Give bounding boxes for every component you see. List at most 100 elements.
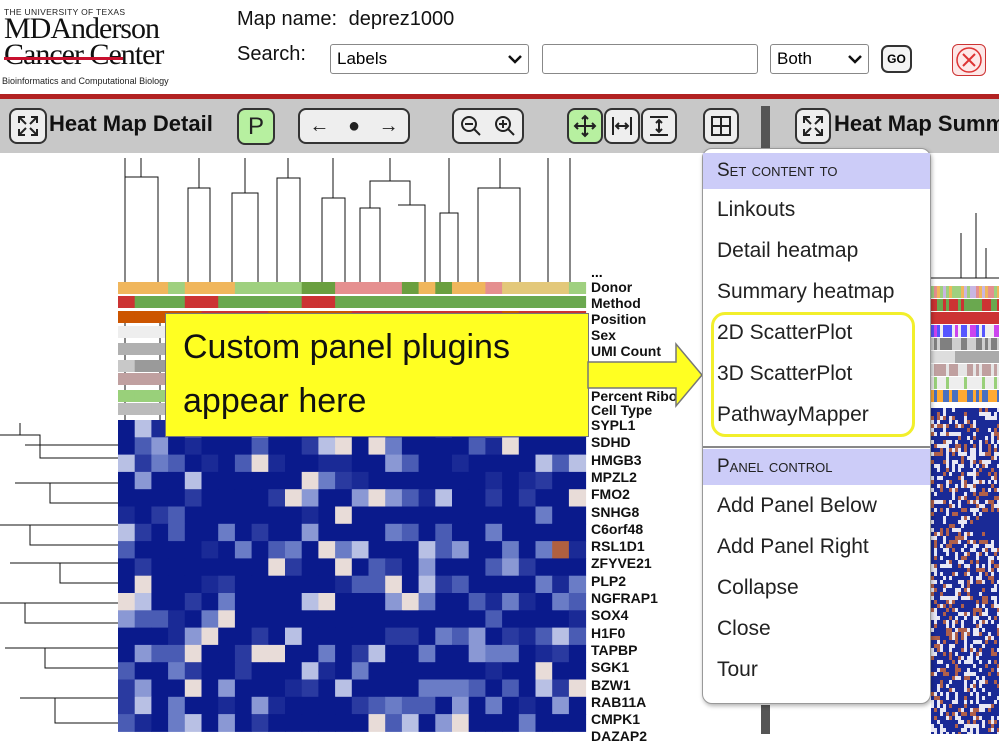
summary-cell: [988, 351, 991, 363]
expand-detail-button[interactable]: [9, 108, 47, 144]
menu-item-tour[interactable]: Tour: [717, 658, 758, 681]
row-label[interactable]: TAPBP: [591, 641, 638, 658]
summary-cell: [997, 480, 999, 484]
row-label[interactable]: SDHD: [591, 434, 631, 451]
menu-item-pathwaymapper[interactable]: PathwayMapper: [717, 403, 869, 426]
summary-cell: [955, 325, 958, 337]
summary-heatmap[interactable]: [931, 153, 999, 734]
covariate-label[interactable]: UMI Count: [591, 343, 661, 359]
row-label[interactable]: DAZAP2: [591, 728, 648, 744]
menu-header-content: Set content to: [703, 153, 930, 189]
summary-cell: [964, 572, 967, 576]
covariate-label[interactable]: Donor: [591, 279, 633, 295]
row-label[interactable]: SGK1: [591, 659, 630, 676]
menu-item-2d-scatterplot[interactable]: 2D ScatterPlot: [717, 321, 853, 344]
row-label[interactable]: BZW1: [591, 676, 631, 693]
summary-cell: [985, 484, 988, 488]
row-label[interactable]: SOX4: [591, 607, 629, 624]
menu-item-linkouts[interactable]: Linkouts: [717, 198, 796, 221]
summary-cell: [931, 700, 934, 704]
menu-item-3d-scatterplot[interactable]: 3D ScatterPlot: [717, 362, 853, 385]
row-label[interactable]: RSL1D1: [591, 538, 645, 555]
pin-button[interactable]: P: [237, 108, 275, 145]
summary-cell: [931, 377, 934, 389]
search-type-select[interactable]: Labels: [330, 44, 529, 74]
summary-cell: [994, 464, 997, 468]
zoom-out-icon[interactable]: [459, 114, 483, 138]
row-label[interactable]: MPZL2: [591, 468, 637, 485]
ribbon-horizontal-button[interactable]: [604, 108, 640, 144]
heatmap-cell: [118, 541, 136, 559]
summary-cell: [949, 676, 952, 680]
menu-item-detail-heatmap[interactable]: Detail heatmap: [717, 239, 859, 262]
summary-cell: [943, 504, 946, 508]
heatmap-cell: [385, 558, 403, 577]
menu-item-add-panel-below[interactable]: Add Panel Below: [717, 494, 877, 517]
summary-cell: [958, 540, 961, 544]
summary-cell: [991, 412, 994, 416]
summary-cell: [952, 528, 955, 532]
summary-cell: [973, 664, 976, 668]
covariate-cell: [485, 282, 503, 294]
heatmap-cell: [435, 714, 453, 732]
row-label[interactable]: C6orf48: [591, 520, 644, 537]
summary-cell: [997, 408, 999, 412]
callout-arrow: [587, 341, 703, 409]
panel-divider[interactable]: [761, 705, 770, 734]
covariate-label[interactable]: Method: [591, 295, 641, 311]
panel-divider[interactable]: [761, 106, 770, 151]
menu-item-add-panel-right[interactable]: Add Panel Right: [717, 535, 869, 558]
dot-icon[interactable]: ●: [347, 114, 361, 137]
summary-cell: [976, 508, 979, 512]
summary-cell: [940, 448, 943, 452]
row-label[interactable]: SYPL1: [591, 417, 636, 433]
expand-summary-button[interactable]: [795, 108, 831, 144]
covariate-label[interactable]: Percent Ribo: [591, 388, 678, 404]
summary-heatmap-canvas[interactable]: [931, 153, 999, 734]
covariate-label[interactable]: Cell Type: [591, 402, 653, 418]
close-map-button[interactable]: [952, 44, 986, 76]
heatmap-cell: [401, 437, 420, 456]
summary-cell: [955, 728, 958, 732]
covariate-label[interactable]: Position: [591, 311, 647, 327]
summary-cell: [979, 286, 982, 298]
full-mode-button[interactable]: [567, 108, 603, 144]
summary-cell: [979, 544, 982, 548]
summary-cell: [958, 668, 961, 672]
arrow-right-icon[interactable]: →: [378, 114, 399, 137]
summary-cell: [985, 552, 988, 556]
row-label[interactable]: NGFRAP1: [591, 590, 658, 606]
row-label[interactable]: HMGB3: [591, 451, 642, 468]
heatmap-cell: [285, 627, 303, 646]
zoom-in-icon[interactable]: [493, 114, 517, 138]
summary-cell: [934, 652, 937, 656]
ribbon-vertical-button[interactable]: [641, 108, 677, 144]
row-label[interactable]: FMO2: [591, 486, 630, 503]
summary-cell: [937, 456, 940, 460]
covariate-label[interactable]: Sex: [591, 327, 616, 343]
summary-cell: [943, 520, 946, 524]
menu-item-close[interactable]: Close: [717, 617, 771, 640]
row-label[interactable]: RAB11A: [591, 693, 647, 710]
row-label[interactable]: CMPK1: [591, 711, 641, 728]
summary-cell: [931, 676, 934, 680]
row-label[interactable]: ZFYVE21: [591, 555, 652, 572]
menu-item-summary-heatmap[interactable]: Summary heatmap: [717, 280, 895, 303]
summary-cell: [970, 628, 973, 632]
row-label[interactable]: SNHG8: [591, 503, 640, 520]
go-button[interactable]: GO: [881, 45, 912, 73]
panel-menu-button[interactable]: [703, 108, 739, 144]
summary-cell: [949, 716, 952, 720]
heatmap-cell: [168, 454, 186, 473]
summary-cell: [976, 338, 979, 350]
covariate-cell: [134, 343, 152, 355]
heatmap-cell: [335, 471, 353, 490]
row-label[interactable]: H1F0: [591, 624, 626, 641]
arrow-left-icon[interactable]: ←: [309, 114, 330, 137]
summary-cell: [994, 504, 997, 508]
search-axis-select[interactable]: Both: [770, 44, 869, 74]
search-input[interactable]: [542, 44, 758, 74]
row-label[interactable]: PLP2: [591, 572, 627, 589]
heatmap-cell: [134, 523, 152, 542]
menu-item-collapse[interactable]: Collapse: [717, 576, 799, 599]
